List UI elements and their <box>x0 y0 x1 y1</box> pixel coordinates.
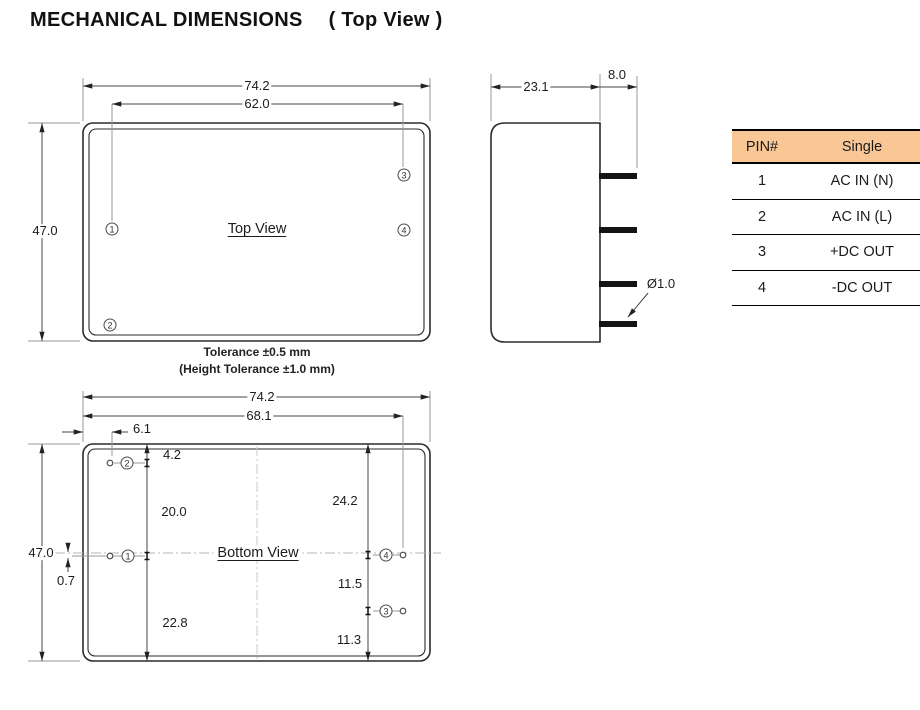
dim-side-pin-length: 8.0 <box>607 67 627 83</box>
dim-bottom-outer-width: 74.2 <box>247 389 277 405</box>
tolerance-note-line1: Tolerance ±0.5 mm <box>203 345 311 359</box>
pin-function: -DC OUT <box>831 279 893 296</box>
dim-bottom-pin4-to-pin3: 11.5 <box>337 576 363 592</box>
pin-table-header-single: Single <box>841 138 883 155</box>
dim-bottom-center-offset: 0.7 <box>54 573 78 589</box>
top-view-label: Top View <box>223 221 291 237</box>
side-pin-4 <box>599 321 637 327</box>
bottom-view-pin-3-marker: 3 <box>379 604 393 618</box>
dim-bottom-pin-col-offset: 6.1 <box>130 421 154 437</box>
dim-top-pin-span: 62.0 <box>242 96 272 112</box>
bottom-view-pin-2-marker: 2 <box>120 456 134 470</box>
dim-bottom-pin2-to-pin1: 20.0 <box>161 504 187 520</box>
top-view-pin-1-marker: 1 <box>105 222 119 236</box>
tolerance-note-line2: (Height Tolerance ±1.0 mm) <box>179 362 335 376</box>
bottom-view-pin-1-marker: 1 <box>121 549 135 563</box>
pin4-hole <box>399 551 407 559</box>
pin-function: AC IN (N) <box>830 173 894 190</box>
table-row: 3 +DC OUT <box>732 235 920 271</box>
dim-bottom-pin3-to-bottom: 11.3 <box>336 632 362 648</box>
table-row: 2 AC IN (L) <box>732 200 920 235</box>
top-view-pin-4-marker: 4 <box>397 223 411 237</box>
dim-bottom-pin-span: 68.1 <box>244 408 274 424</box>
pin-number: 3 <box>757 244 767 261</box>
dim-side-body-depth: 23.1 <box>521 79 551 95</box>
side-pin-3 <box>599 281 637 287</box>
side-pin-2 <box>599 227 637 233</box>
bottom-view-label: Bottom View <box>213 545 303 561</box>
dim-side-pin-diameter: Ø1.0 <box>646 276 676 292</box>
pin-function: AC IN (L) <box>831 208 893 225</box>
page-title-suffix: ( Top View ) <box>328 9 443 31</box>
pin3-hole <box>399 607 407 615</box>
top-view-pin-3-marker: 3 <box>397 168 411 182</box>
pin2-hole <box>106 459 114 467</box>
dim-top-height: 47.0 <box>30 223 60 239</box>
dim-top-outer-width: 74.2 <box>242 78 272 94</box>
bottom-view-pin-4-marker: 4 <box>379 548 393 562</box>
pin-number: 1 <box>757 173 767 190</box>
side-pin-1 <box>599 173 637 179</box>
page-title-main: MECHANICAL DIMENSIONS <box>30 9 303 31</box>
bottom-view-drawing <box>28 391 441 662</box>
table-row: 1 AC IN (N) <box>732 164 920 200</box>
top-view-drawing <box>28 78 431 342</box>
top-view-pin-2-marker: 2 <box>103 318 117 332</box>
pin-number: 4 <box>757 279 767 296</box>
pin-table: PIN# Single 1 AC IN (N) 2 AC IN (L) 3 +D… <box>732 129 920 306</box>
pin-function: +DC OUT <box>829 244 895 261</box>
pin-number: 2 <box>757 208 767 225</box>
dim-bottom-pin1-to-bottom: 22.8 <box>162 615 188 631</box>
pin-table-header-pin: PIN# <box>745 138 779 155</box>
dim-bottom-pin4-from-top: 24.2 <box>332 493 358 509</box>
dim-bottom-pin2-from-top: 4.2 <box>162 447 182 463</box>
page-title: MECHANICAL DIMENSIONS ( Top View ) <box>30 9 443 32</box>
side-view-drawing <box>490 74 649 343</box>
pin-table-header: PIN# Single <box>732 129 920 164</box>
pin1-hole <box>106 552 114 560</box>
table-row: 4 -DC OUT <box>732 271 920 306</box>
dim-bottom-height: 47.0 <box>26 545 56 561</box>
